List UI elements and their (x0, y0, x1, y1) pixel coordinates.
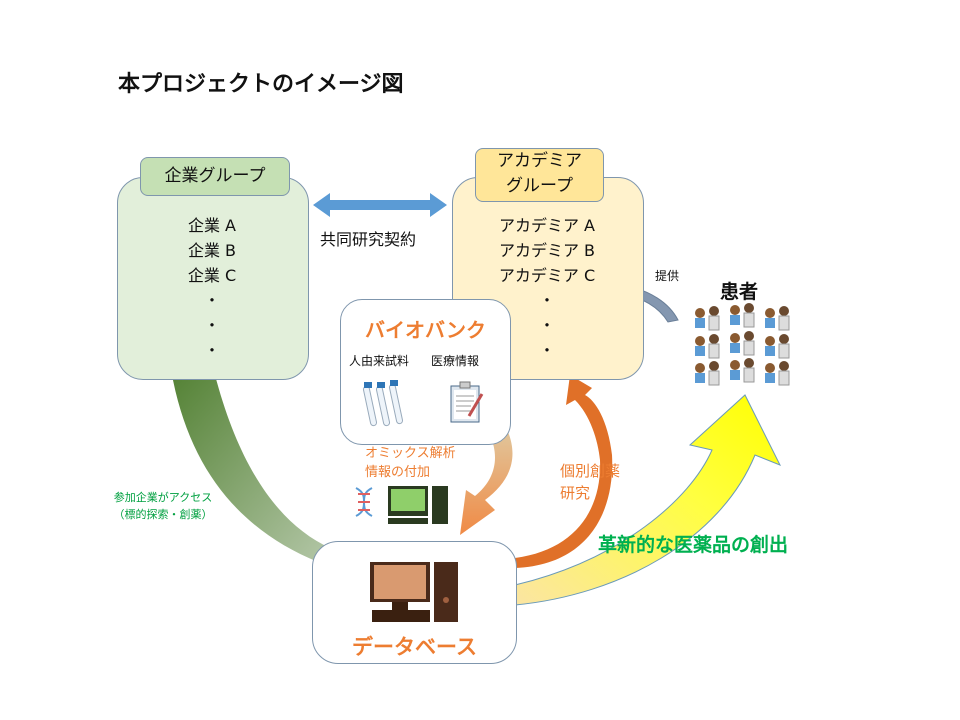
page-title: 本プロジェクトのイメージ図 (118, 72, 404, 97)
personalized-label-line: 研究 (560, 484, 591, 502)
access-label: 参加企業がアクセス （標的探索・創薬） (98, 489, 228, 523)
omics-arrow (460, 425, 513, 535)
corporate-item: ・ (203, 341, 220, 360)
test-tubes-icon (362, 380, 404, 427)
academia-item: ・ (538, 291, 555, 310)
academia-item: ・ (538, 316, 555, 335)
patients-icon (694, 303, 790, 386)
computer-icon (370, 562, 458, 622)
database-title: データベース (352, 635, 477, 659)
personalized-label-line: 個別創薬 (560, 462, 621, 480)
contract-label: 共同研究契約 (320, 230, 417, 249)
innovation-arrow (514, 394, 782, 606)
personalized-arrow (515, 375, 613, 568)
academia-item: ・ (538, 341, 555, 360)
corporate-item: 企業 B (187, 241, 237, 260)
academia-group-label: アカデミア グループ (475, 148, 604, 202)
clipboard-icon (450, 381, 484, 423)
academia-item: アカデミア C (498, 266, 596, 285)
corporate-group-label: 企業グループ (140, 157, 290, 196)
access-label-line: 参加企業がアクセス (113, 491, 213, 504)
corporate-group-box (117, 177, 309, 380)
biobank-title: バイオバンク (365, 318, 486, 342)
access-label-line: （標的探索・創薬） (113, 508, 213, 521)
personalized-label: 個別創薬 研究 (560, 460, 620, 504)
omics-label-line: 情報の付加 (365, 465, 431, 480)
corporate-item: 企業 C (187, 266, 237, 285)
biobank-box: バイオバンク 人由来試料 医療情報 (340, 299, 511, 445)
contract-arrow (313, 193, 447, 217)
corporate-list: 企業 A 企業 B 企業 C ・ ・ ・ (117, 213, 307, 363)
innovation-label: 革新的な医薬品の創出 (598, 534, 789, 556)
academia-label-line: アカデミア (497, 151, 582, 171)
access-arrow (172, 375, 330, 562)
academia-item: アカデミア A (498, 216, 596, 235)
corporate-item: ・ (203, 291, 220, 310)
corporate-item: 企業 A (187, 216, 237, 235)
academia-label-line: グループ (506, 176, 573, 196)
sample-label: 人由来試料 (349, 354, 410, 368)
academia-list: アカデミア A アカデミア B アカデミア C ・ ・ ・ (452, 213, 642, 363)
patients-label: 患者 (720, 281, 759, 303)
omics-label: オミックス解析 情報の付加 (365, 444, 456, 482)
medical-info-label: 医療情報 (431, 354, 480, 368)
dna-computer-icon (355, 486, 448, 524)
omics-label-line: オミックス解析 (365, 446, 456, 461)
provide-label: 提供 (655, 269, 680, 283)
corporate-item: ・ (203, 316, 220, 335)
academia-item: アカデミア B (498, 241, 596, 260)
database-box: データベース (312, 541, 517, 664)
